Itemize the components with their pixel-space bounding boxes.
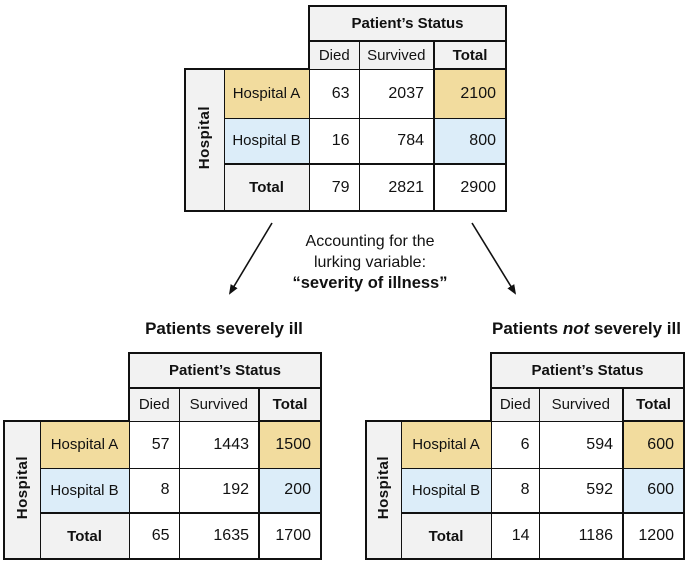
column-header-died: Died: [490, 387, 540, 422]
hospital-axis-label: Hospital: [13, 456, 31, 520]
row-label-hospital-a: Hospital A: [400, 420, 492, 469]
data-cell: 8: [490, 467, 540, 514]
column-header-died: Died: [128, 387, 180, 422]
data-cell: 594: [538, 420, 624, 469]
data-cell: 79: [308, 163, 360, 212]
not-severe-title-prefix: Patients: [492, 319, 563, 338]
hospital-axis-cell: Hospital: [365, 420, 402, 560]
row-label-total: Total: [39, 512, 130, 560]
annotation-line-3: “severity of illness”: [292, 274, 448, 292]
not-severe-title-suffix: severely ill: [589, 319, 681, 338]
column-header-survived: Survived: [358, 40, 435, 70]
total-cell: 600: [622, 420, 685, 469]
hospital-axis-cell: Hospital: [3, 420, 41, 560]
column-header-total: Total: [622, 387, 685, 422]
spacer-cell: [185, 6, 309, 41]
data-cell: 1443: [178, 420, 260, 469]
total-cell: 600: [622, 467, 685, 514]
total-cell: 2100: [433, 68, 507, 119]
column-header-survived: Survived: [538, 387, 624, 422]
data-cell: 8: [128, 467, 180, 514]
not-severe-title-emphasis: not: [562, 319, 590, 338]
hospital-axis-label: Hospital: [196, 106, 214, 170]
data-cell: 2037: [358, 68, 435, 119]
total-cell: 800: [433, 117, 507, 165]
row-label-total: Total: [400, 512, 492, 560]
lurking-variable-annotation: Accounting for the lurking variable: “se…: [270, 231, 470, 294]
data-cell: 1186: [538, 512, 624, 560]
row-label-total: Total: [223, 163, 310, 212]
data-cell: 65: [128, 512, 180, 560]
not-severe-table-title: Patients not severely ill: [490, 319, 683, 339]
spacer-cell: [366, 388, 491, 421]
data-cell: 784: [358, 117, 435, 165]
left-arrow: [228, 222, 273, 295]
right-arrow: [471, 222, 517, 295]
spacer-cell: [366, 353, 491, 388]
data-cell: 14: [490, 512, 540, 560]
row-label-hospital-b: Hospital B: [400, 467, 492, 514]
spacer-cell: [185, 41, 309, 69]
data-cell: 6: [490, 420, 540, 469]
spacer-cell: [4, 353, 129, 388]
column-header-survived: Survived: [178, 387, 260, 422]
total-cell: 1500: [258, 420, 322, 469]
data-cell: 592: [538, 467, 624, 514]
severe-table-title: Patients severely ill: [128, 319, 320, 339]
data-cell: 2821: [358, 163, 435, 212]
column-header-died: Died: [308, 40, 360, 70]
total-cell: 200: [258, 467, 322, 514]
total-cell: 1200: [622, 512, 685, 560]
spacer-cell: [4, 388, 129, 421]
row-label-hospital-b: Hospital B: [39, 467, 130, 514]
data-cell: 16: [308, 117, 360, 165]
column-header-total: Total: [433, 40, 507, 70]
column-header-total: Total: [258, 387, 322, 422]
hospital-axis-cell: Hospital: [184, 68, 225, 212]
row-label-hospital-a: Hospital A: [223, 68, 310, 119]
status-header: Patient’s Status: [128, 352, 322, 389]
hospital-axis-label: Hospital: [375, 456, 393, 520]
status-header: Patient’s Status: [308, 5, 507, 42]
data-cell: 1635: [178, 512, 260, 560]
data-cell: 63: [308, 68, 360, 119]
total-cell: 1700: [258, 512, 322, 560]
annotation-line-1: Accounting for the: [305, 233, 435, 250]
status-header: Patient’s Status: [490, 352, 685, 389]
total-cell: 2900: [433, 163, 507, 212]
annotation-line-2: lurking variable:: [313, 254, 427, 271]
data-cell: 57: [128, 420, 180, 469]
data-cell: 192: [178, 467, 260, 514]
row-label-hospital-a: Hospital A: [39, 420, 130, 469]
severe-title-text: Patients severely ill: [145, 319, 303, 338]
row-label-hospital-b: Hospital B: [223, 117, 310, 165]
